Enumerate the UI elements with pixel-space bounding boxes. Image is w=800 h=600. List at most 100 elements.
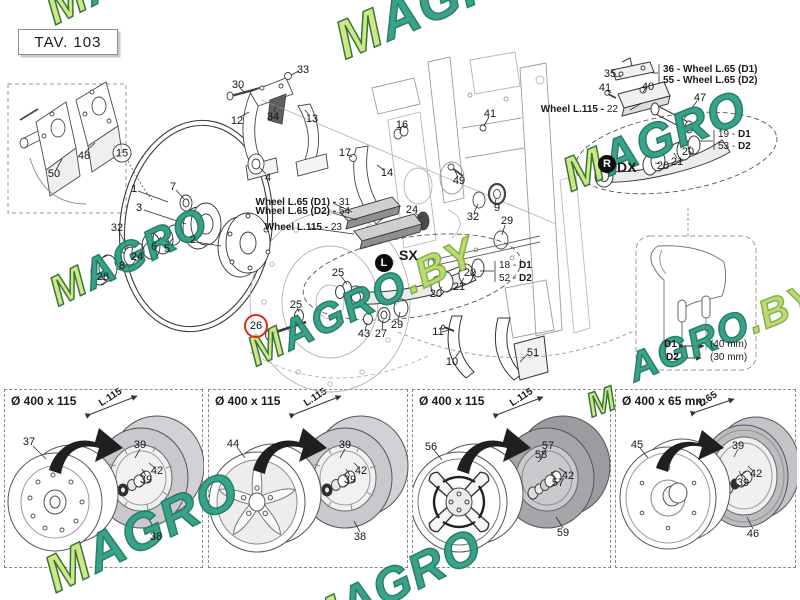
left-side-badge: L <box>375 254 393 272</box>
swap-arrow <box>656 430 724 472</box>
magro-watermark: AGRO.BY <box>621 274 800 391</box>
part-callout-17: 17 <box>338 147 352 159</box>
part-callout-8: 8 <box>118 260 126 272</box>
part-callout-24: 24 <box>130 251 144 263</box>
part-callout-50: 50 <box>47 168 61 180</box>
label-dx-side: DX <box>617 159 637 175</box>
part-callout-43: 43 <box>357 328 371 340</box>
part-callout-25: 25 <box>289 299 303 311</box>
part-callout-40: 40 <box>641 81 655 93</box>
panel-wheel-4: Ø 400 x 65 mm L.65 <box>615 389 797 568</box>
part-callout-20: 20 <box>429 288 443 300</box>
part-callout-21: 21 <box>670 156 684 168</box>
part-callout-35: 35 <box>603 68 617 80</box>
magro-watermark: MAGRO <box>326 0 551 72</box>
label-wheel-l65-d1-31: Wheel L.65 (D1) - 31 <box>255 197 350 208</box>
width-dimension-arrow <box>288 395 342 419</box>
watermark-text: .BY <box>740 274 800 344</box>
label-52-d2: 52 - D2 <box>499 273 532 284</box>
swap-arrow <box>253 428 327 474</box>
part-callout-4: 4 <box>264 172 272 184</box>
scraper-detail-box <box>7 81 127 214</box>
watermark-text: M <box>554 136 614 203</box>
part-callout-28: 28 <box>96 271 110 283</box>
part-callout-6: 6 <box>150 241 158 253</box>
watermark-text: AGRO <box>593 80 755 188</box>
part-callout-33: 33 <box>296 64 310 76</box>
label-wheel-l65-d1-36: 36 - Wheel L.65 (D1) <box>663 64 758 75</box>
watermark-text: M <box>326 0 394 71</box>
part-callout-21: 21 <box>452 281 466 293</box>
wheel-ring <box>118 119 274 333</box>
arm-detail-box <box>635 208 757 371</box>
part-callout-20: 20 <box>681 146 695 158</box>
panel-2-art <box>209 395 409 553</box>
scraper-and-bearings <box>349 124 541 268</box>
swap-arrow <box>49 428 123 474</box>
label-dim-d2-value: (30 mm) <box>710 352 748 363</box>
channel-wedges <box>339 196 423 250</box>
part-callout-25: 25 <box>331 267 345 279</box>
flat-disc-wheel <box>619 438 731 550</box>
disc-wheel <box>7 444 119 552</box>
part-callout-2: 2 <box>189 234 197 246</box>
panel-1-art <box>7 395 204 552</box>
alloy-wheel <box>209 443 322 553</box>
bracket-parts <box>226 72 329 181</box>
dotted-leader <box>127 160 153 201</box>
part-callout-24: 24 <box>405 204 419 216</box>
dx-arm-assembly <box>574 57 778 195</box>
dashed-arc <box>397 329 637 358</box>
part-callout-27: 27 <box>374 328 388 340</box>
swap-arrow <box>457 428 531 474</box>
label-wheel-l65-d2-54: Wheel L.65 (D2) - 54 <box>255 206 350 217</box>
tire <box>297 415 409 529</box>
watermark-text: M <box>239 316 294 376</box>
panel-3-title: Ø 400 x 115 <box>419 394 485 408</box>
watermark-text: .BY <box>394 227 484 303</box>
machine-frame <box>371 51 591 339</box>
label-sx-side: SX <box>399 247 418 263</box>
panel-3-art <box>413 396 611 553</box>
tire <box>499 415 611 529</box>
four-spoke-wheel <box>413 443 524 553</box>
part-callout-41: 41 <box>483 108 497 120</box>
part-callout-16: 16 <box>395 119 409 131</box>
part-callout-26: 26 <box>244 314 268 338</box>
label-wheel-l115-23: Wheel L.115 - 23 <box>264 222 342 233</box>
part-callout-10: 10 <box>445 356 459 368</box>
watermark-text: M <box>41 255 96 315</box>
part-callout-20: 20 <box>656 160 670 172</box>
part-callout-29: 29 <box>500 215 514 227</box>
narrow-tire <box>699 416 797 528</box>
magro-watermark: MAGRO <box>41 197 217 316</box>
part-callout-1: 1 <box>130 183 138 195</box>
watermark-text: AGRO <box>74 197 217 299</box>
construction-line <box>261 99 557 225</box>
panel-4-art <box>619 397 797 550</box>
hub-parts <box>90 194 271 286</box>
part-callout-30: 30 <box>231 79 245 91</box>
part-callout-12: 12 <box>230 115 244 127</box>
part-callout-49: 49 <box>452 175 466 187</box>
tine-parts <box>441 315 549 381</box>
label-wheel-l65-d2-55: 55 - Wheel L.65 (D2) <box>663 75 758 86</box>
part-callout-48: 48 <box>77 150 91 162</box>
width-dimension-arrow <box>689 397 735 417</box>
part-callout-7: 7 <box>169 181 177 193</box>
watermark-text: A <box>73 0 131 17</box>
plate-number-box: TAV. 103 <box>18 29 118 55</box>
label-18-d1: 18 - D1 <box>499 260 532 271</box>
panel-wheel-1: Ø 400 x 115 L.115 <box>4 386 204 568</box>
label-dim-d2: D2 <box>666 352 679 363</box>
magro-watermark: MAGRO <box>554 79 755 203</box>
width-dimension-arrow <box>84 395 138 419</box>
width-dimension-arrow <box>492 396 544 419</box>
part-callout-29: 29 <box>390 319 404 331</box>
panel-wheel-2: Ø 400 x 115 L.115 <box>208 386 409 568</box>
label-dim-d1: D1 <box>664 339 677 350</box>
part-callout-32: 32 <box>466 211 480 223</box>
part-callout-15: 15 <box>112 143 132 163</box>
watermark-text: AGRO <box>273 259 416 360</box>
watermark-text: M <box>293 585 355 600</box>
